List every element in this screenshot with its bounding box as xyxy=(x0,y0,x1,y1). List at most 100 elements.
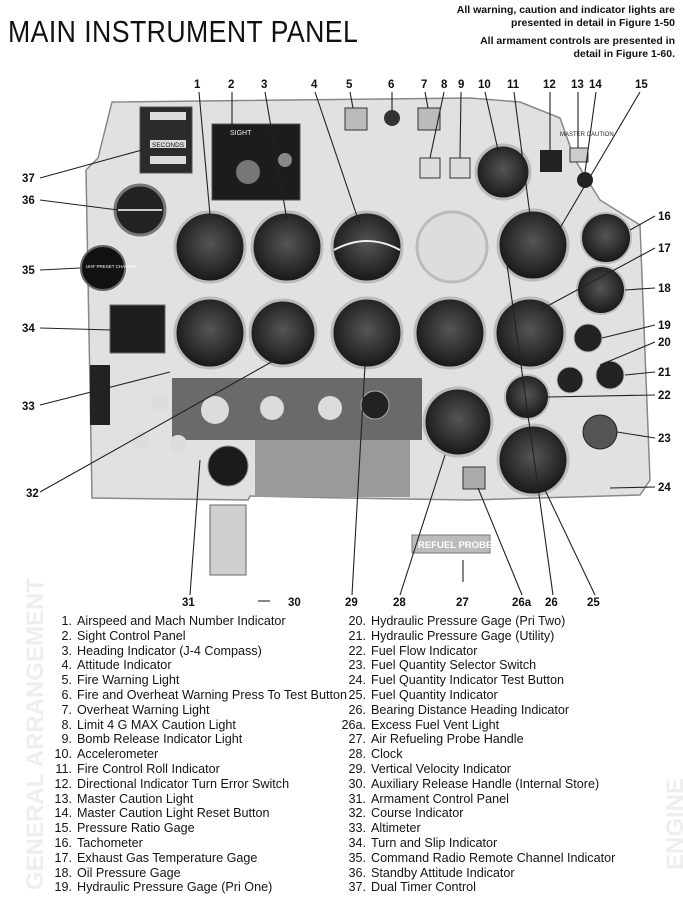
turn-error-switch xyxy=(540,150,562,172)
left-switch-3 xyxy=(131,431,149,449)
callout-6: 6 xyxy=(388,79,394,91)
callout-21: 21 xyxy=(658,367,671,379)
armament-knob-2 xyxy=(260,396,284,420)
legend-item: 19.Hydraulic Pressure Gage (Pri One) xyxy=(54,880,273,895)
oil-pressure-gage xyxy=(493,296,567,370)
callout-23: 23 xyxy=(658,433,671,445)
callout-13: 13 xyxy=(571,79,584,91)
callout-7: 7 xyxy=(421,79,427,91)
hydraulic-pressure-gage-2 xyxy=(556,366,584,394)
callout-5: 5 xyxy=(346,79,353,91)
legend-item: 32.Course Indicator xyxy=(348,806,464,821)
overheat-warning-light xyxy=(417,107,441,131)
excess-fuel-vent-light xyxy=(462,466,486,490)
exhaust-temp-gage xyxy=(576,265,626,315)
legend-item: 25.Fuel Quantity Indicator xyxy=(348,687,498,702)
legend-item: 10.Accelerometer xyxy=(54,747,159,762)
callout-2: 2 xyxy=(228,79,234,91)
callout-35: 35 xyxy=(22,265,35,277)
callout-8: 8 xyxy=(441,79,448,91)
callout-16: 16 xyxy=(658,211,671,223)
callout-4: 4 xyxy=(311,79,318,91)
leader-lines xyxy=(39,91,656,602)
callout-25: 25 xyxy=(587,597,600,609)
fire-warning-light xyxy=(344,107,368,131)
sight-label: SIGHT xyxy=(230,130,252,137)
tachometer xyxy=(580,212,632,264)
refuel-probe-handle xyxy=(411,534,491,554)
clock-face-large xyxy=(413,296,487,370)
fire-test-button xyxy=(384,110,400,126)
legend-item: 1.Airspeed and Mach Number Indicator xyxy=(61,614,286,628)
turn-slip-indicator xyxy=(109,304,166,354)
warning-lights-note: All warning, caution and indicator light… xyxy=(456,4,675,29)
instrument-panel-diagram: SECONDS SIGHT MASTER CAUTION UHF PRESET … xyxy=(22,79,671,609)
legend-item: 34.Turn and Slip Indicator xyxy=(348,835,498,850)
callout-20: 20 xyxy=(658,337,671,349)
legend-item: 26a.Excess Fuel Vent Light xyxy=(341,717,500,732)
callout-9: 9 xyxy=(458,79,464,91)
clock xyxy=(422,386,494,458)
uhf-channel-indicator xyxy=(80,245,126,291)
legend-item: 20.Hydraulic Pressure Gage (Pri Two) xyxy=(348,614,566,628)
legend-item: 2.Sight Control Panel xyxy=(61,628,186,643)
callout-24: 24 xyxy=(658,482,671,494)
armament-knob-3 xyxy=(318,396,342,420)
legend-item: 16.Tachometer xyxy=(54,835,143,850)
legend-item: 9.Bomb Release Indicator Light xyxy=(61,732,243,747)
legend-item: 18.Oil Pressure Gage xyxy=(54,865,181,880)
legend-item: 13.Master Caution Light xyxy=(54,791,194,806)
legend-item: 29.Vertical Velocity Indicator xyxy=(348,761,512,776)
callout-34: 34 xyxy=(22,323,35,335)
legend-item: 30.Auxiliary Release Handle (Internal St… xyxy=(348,776,600,791)
legend-item: 3.Heading Indicator (J-4 Compass) xyxy=(61,643,262,658)
callout-26: 26 xyxy=(545,597,558,609)
altimeter xyxy=(173,296,247,370)
refuel-probe-label: REFUEL PROBE xyxy=(418,540,492,551)
armament-knob-1 xyxy=(201,396,229,424)
legend-item: 24.Fuel Quantity Indicator Test Button xyxy=(348,673,564,688)
callout-11: 11 xyxy=(507,79,520,91)
right-side-watermark: ENGINE xyxy=(662,777,683,871)
legend-item: 31.Armament Control Panel xyxy=(348,791,509,806)
callout-14: 14 xyxy=(589,79,602,91)
callout-22: 22 xyxy=(658,390,671,402)
course-indicator xyxy=(248,298,318,368)
legend-item: 36.Standby Attitude Indicator xyxy=(348,865,515,880)
sight-control-panel: SIGHT xyxy=(211,123,301,201)
callout-36: 36 xyxy=(22,195,35,207)
dual-timer-control: SECONDS xyxy=(139,106,193,174)
callout-10: 10 xyxy=(478,79,491,91)
callout-26a: 26a xyxy=(512,597,532,609)
airspeed-mach-indicator xyxy=(173,210,247,284)
callout-19: 19 xyxy=(658,320,671,332)
legend-item: 6.Fire and Overheat Warning Press To Tes… xyxy=(61,687,347,702)
callout-27: 27 xyxy=(456,597,469,609)
legend-item: 33.Altimeter xyxy=(348,821,421,836)
legend-item: 4.Attitude Indicator xyxy=(61,658,172,673)
hydraulic-pressure-gage-1 xyxy=(573,323,603,353)
legend-item: 35.Command Radio Remote Channel Indicato… xyxy=(348,850,616,865)
legend-item: 5.Fire Warning Light xyxy=(61,673,180,688)
callout-3: 3 xyxy=(261,79,267,91)
legend-item: 22.Fuel Flow Indicator xyxy=(348,643,478,658)
fuel-flow-indicator xyxy=(504,374,550,420)
callout-31: 31 xyxy=(182,597,195,609)
fuel-quantity-indicator xyxy=(496,423,570,497)
callout-17: 17 xyxy=(658,243,671,255)
master-caution-reset-button xyxy=(577,172,593,188)
vertical-velocity-indicator xyxy=(330,296,404,370)
legend-list-right: 20.Hydraulic Pressure Gage (Pri Two) 21.… xyxy=(338,614,615,895)
callout-28: 28 xyxy=(393,597,406,609)
legend-item: 14.Master Caution Light Reset Button xyxy=(54,806,270,821)
legend-item: 21.Hydraulic Pressure Gage (Utility) xyxy=(348,628,555,643)
callout-1: 1 xyxy=(194,79,201,91)
left-switch-1 xyxy=(151,393,169,411)
callout-32: 32 xyxy=(26,488,39,500)
attitude-indicator-2 xyxy=(415,210,489,284)
fuel-quantity-selector xyxy=(582,414,618,450)
callout-33: 33 xyxy=(22,401,35,413)
callout-12: 12 xyxy=(543,79,556,91)
legend-item: 26.Bearing Distance Heading Indicator xyxy=(348,702,570,717)
seconds-label: SECONDS xyxy=(152,142,185,149)
